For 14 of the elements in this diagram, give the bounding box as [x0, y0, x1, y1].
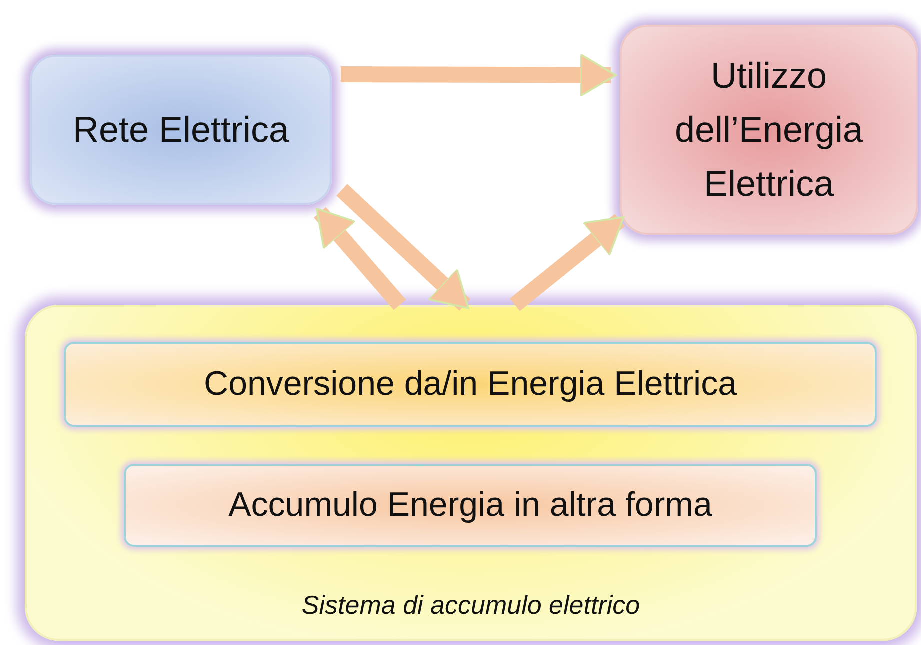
process-box — [620, 25, 918, 235]
box-label: Rete Elettrica — [72, 108, 290, 152]
box-label: Sistema di accumulo elettrico — [302, 590, 640, 621]
block-arrow — [510, 214, 626, 312]
process-box — [124, 464, 817, 547]
box-label: Utilizzo dell’Energia Elettrica — [674, 54, 864, 206]
block-arrow — [341, 54, 617, 98]
block-arrow — [336, 184, 470, 311]
process-box — [64, 342, 877, 427]
block-arrow — [314, 207, 406, 310]
box-label: Accumulo Energia in altra forma — [228, 485, 712, 526]
process-box — [25, 305, 917, 641]
box-label: Conversione da/in Energia Elettrica — [204, 364, 737, 405]
process-box — [30, 55, 332, 205]
